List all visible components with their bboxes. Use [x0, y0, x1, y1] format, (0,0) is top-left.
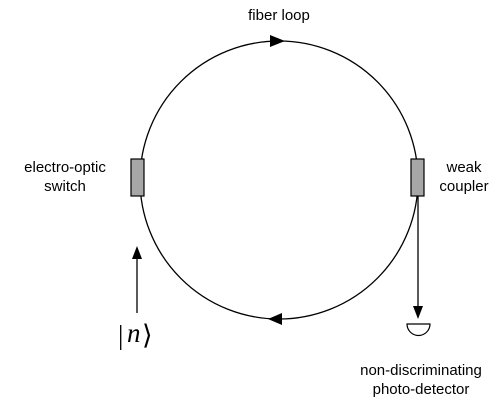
fiber-loop: [139, 40, 419, 320]
loop-arrow-top: [270, 35, 285, 47]
input-state-bra: |: [118, 320, 123, 350]
electro-optic-switch: [130, 158, 145, 197]
photo-detector: [406, 323, 431, 337]
switch-label-line2: switch: [44, 178, 86, 195]
loop-arrow-bottom: [268, 313, 282, 325]
coupler-label-line2: coupler: [439, 178, 488, 195]
detector-label-line2: photo-detector: [373, 381, 470, 398]
detector-label-line1: non-discriminating: [360, 362, 482, 379]
coupler-label-line1: weak: [445, 159, 482, 176]
input-arrow: [132, 246, 142, 259]
output-arrow: [413, 306, 423, 319]
fiber-loop-label: fiber loop: [248, 7, 310, 24]
switch-label-line1: electro-optic: [24, 159, 106, 176]
input-state-ket: ⟩: [142, 320, 153, 350]
weak-coupler: [410, 158, 425, 197]
input-state-symbol: n: [127, 318, 141, 348]
